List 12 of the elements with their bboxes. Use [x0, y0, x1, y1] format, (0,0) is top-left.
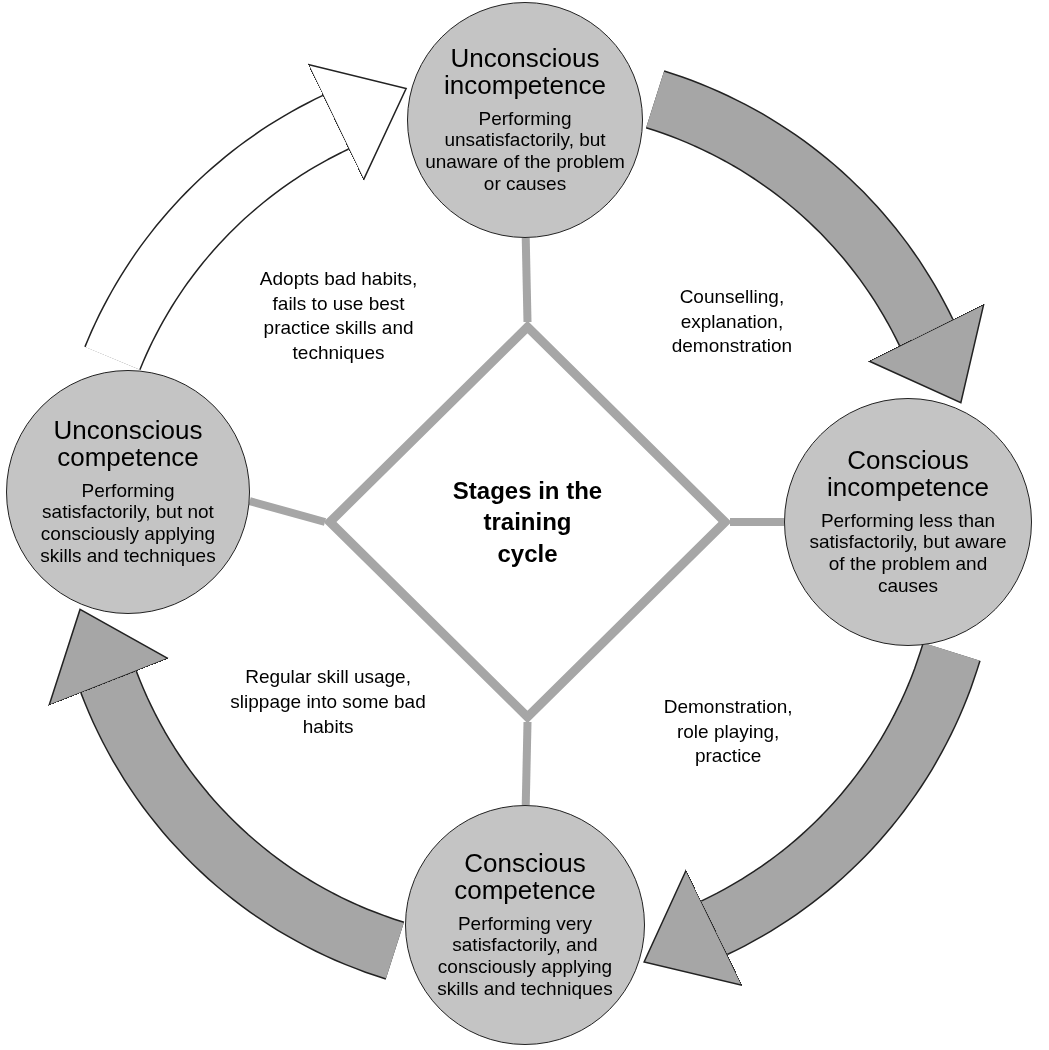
connector-line: [248, 497, 327, 526]
stage-description: Performing unsatisfactorily, but unaware of the problem or causes: [424, 107, 626, 195]
stage-title: Unconscious competence: [52, 417, 204, 472]
stage-title: Conscious competence: [453, 850, 597, 905]
stage-title: Conscious incompetence: [826, 447, 990, 502]
stage-title: Unconscious incompetence: [443, 45, 607, 100]
stage-description: Performing less than satisfactorily, but aware of the problem and causes: [808, 509, 1008, 597]
connector-line: [521, 721, 532, 806]
stage-label: Stages in the training cycle: [452, 476, 603, 569]
stage-description: Performing very satisfactorily, and consciously applying skills and techniques: [436, 912, 614, 1000]
stage-description: Performing satisfactorily, but not consciously applying skills and techniques: [39, 479, 217, 567]
connector-line: [521, 237, 532, 323]
